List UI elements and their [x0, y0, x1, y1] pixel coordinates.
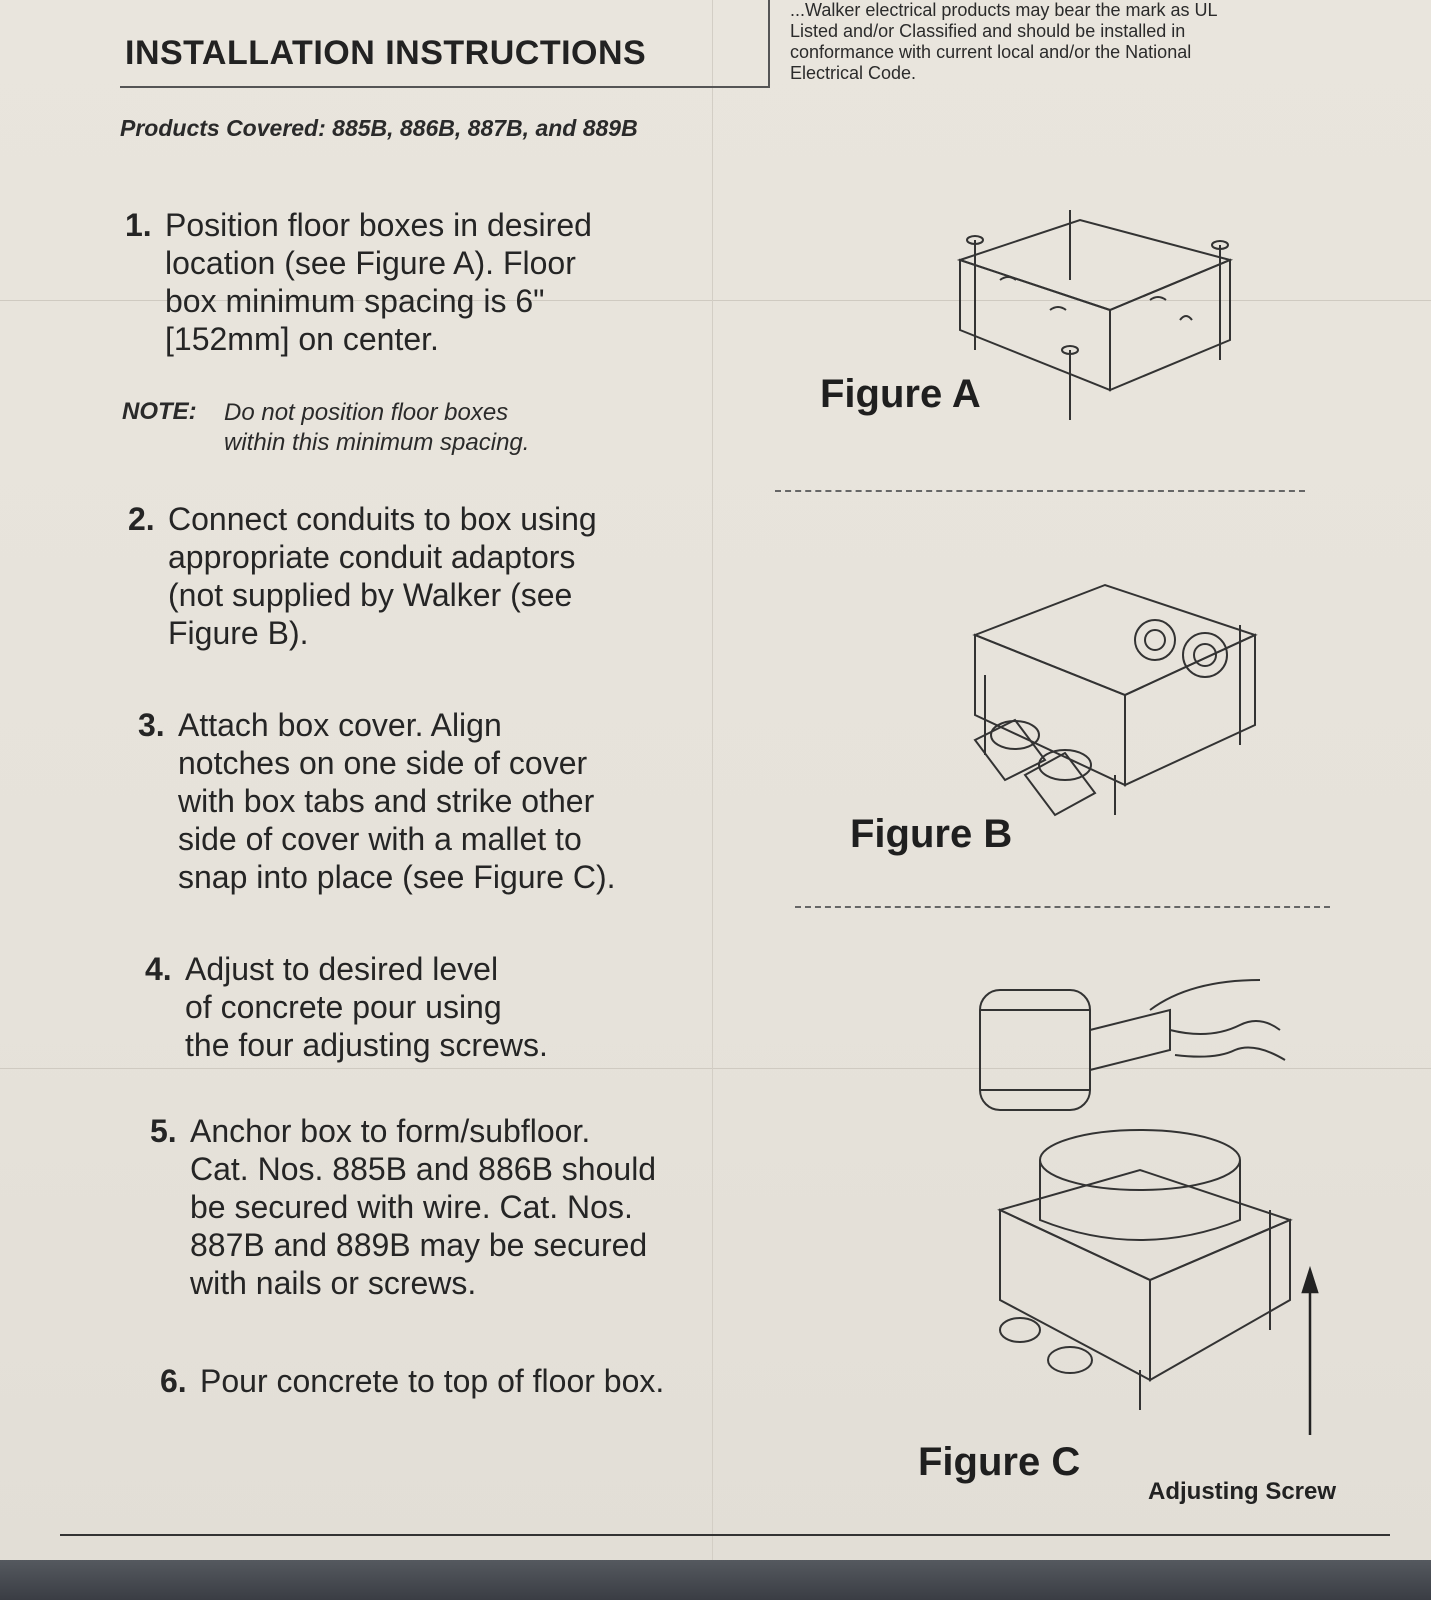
step-1: 1. Position floor boxes in desired locat…	[125, 206, 705, 366]
page-title: INSTALLATION INSTRUCTIONS	[125, 34, 647, 72]
figure-c-label: Figure C	[918, 1440, 1081, 1484]
step-text: Attach box cover. Align notches on one s…	[178, 707, 616, 895]
step-text: Pour concrete to top of floor box.	[200, 1363, 665, 1399]
step-3: 3. Attach box cover. Align notches on on…	[138, 706, 738, 906]
step-number: 5.	[150, 1113, 177, 1149]
figure-b-conduit-connection-illustration	[972, 583, 1258, 817]
page-bottom-rule	[60, 1534, 1390, 1536]
fold-crease	[0, 300, 1431, 301]
section-divider	[795, 906, 1330, 908]
step-4: 4. Adjust to desired level of concrete p…	[145, 950, 745, 1070]
step-text: Connect conduits to box using appropriat…	[168, 501, 597, 651]
section-divider	[775, 490, 1305, 492]
fold-crease	[712, 0, 713, 1560]
background-surface	[0, 1560, 1431, 1600]
header-divider	[768, 0, 770, 88]
ul-listing-note: ...Walker electrical products may bear t…	[790, 0, 1217, 83]
figure-a-floor-box-illustration	[956, 210, 1234, 420]
step-number: 3.	[138, 707, 165, 743]
adjusting-screw-callout: Adjusting Screw	[1148, 1478, 1337, 1505]
figure-b-label: Figure B	[850, 812, 1013, 856]
figure-c-mallet-cover-illustration	[979, 979, 1319, 1435]
fold-crease	[0, 1068, 1431, 1069]
products-covered: Products Covered: 885B, 886B, 887B, and …	[120, 115, 638, 141]
step-2: 2. Connect conduits to box using appropr…	[128, 500, 728, 660]
step-5: 5. Anchor box to form/subfloor. Cat. Nos…	[150, 1112, 770, 1312]
step-number: 2.	[128, 501, 155, 537]
step-text: Anchor box to form/subfloor. Cat. Nos. 8…	[190, 1113, 657, 1301]
step-number: 4.	[145, 951, 172, 987]
title-underline	[120, 86, 770, 88]
step-6: 6. Pour concrete to top of floor box.	[160, 1362, 800, 1412]
step-text: Adjust to desired level of concrete pour…	[185, 951, 548, 1063]
figure-a-label: Figure A	[820, 372, 981, 416]
step-number: 6.	[160, 1363, 187, 1399]
note-label: NOTE:	[122, 398, 197, 425]
step-number: 1.	[125, 207, 152, 243]
step-text: Position floor boxes in desired location…	[165, 207, 592, 357]
note-text: Do not position floor boxes within this …	[224, 399, 530, 456]
